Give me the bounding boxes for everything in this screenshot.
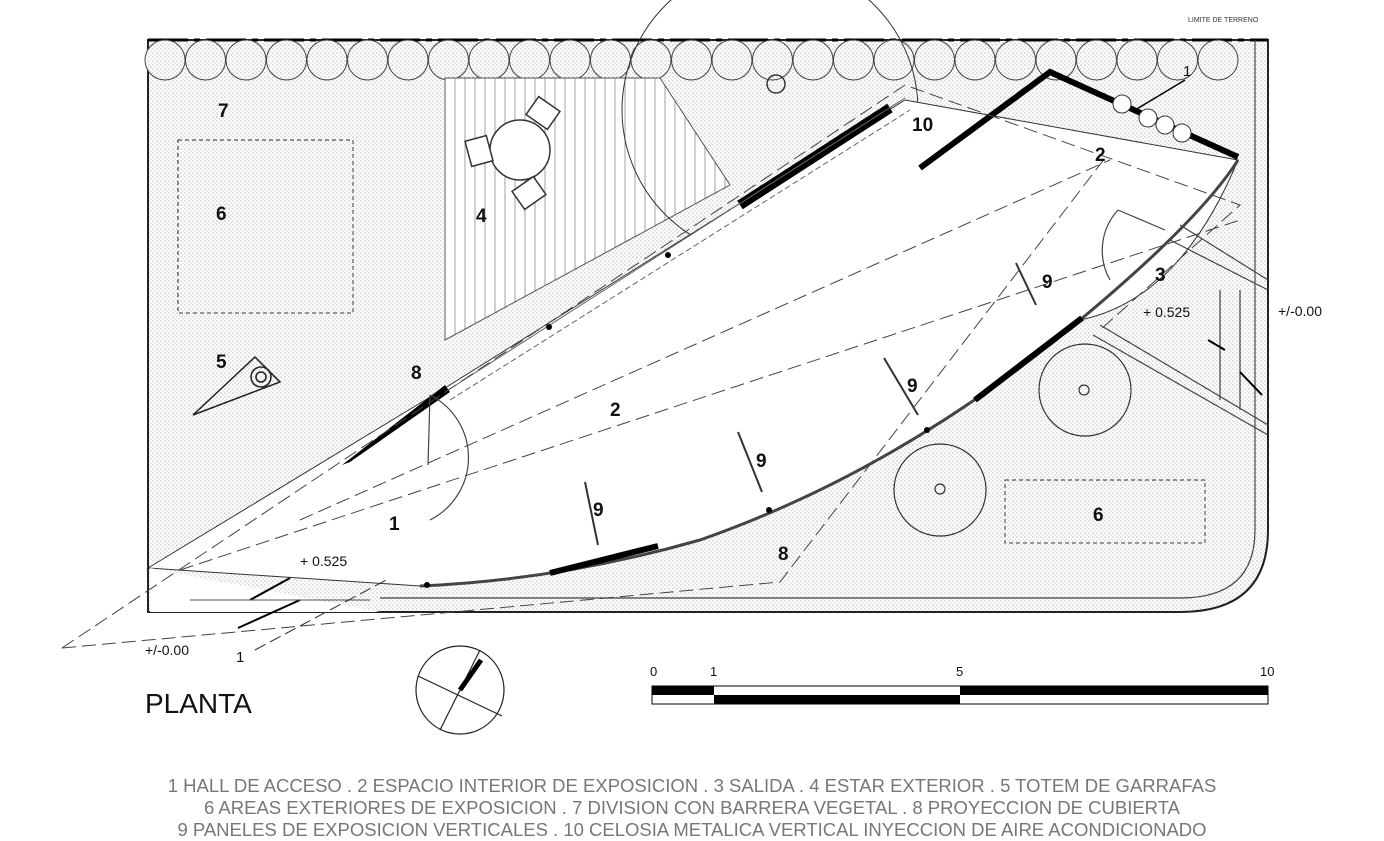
exhibition-panel: [737, 431, 763, 493]
label-4: 4: [476, 206, 487, 227]
level-exterior: +/-0.00: [145, 642, 189, 658]
hedge-shrub: [954, 39, 996, 81]
wall-segment: [737, 103, 893, 210]
hedge-shrub: [266, 39, 307, 81]
vegetal-hedge: [144, 39, 1239, 81]
north-arrow-icon: [415, 645, 505, 735]
label-9: 9: [756, 451, 767, 472]
level-interior: + 0.525: [300, 553, 347, 569]
hedge-shrub: [428, 39, 469, 81]
section-mark: 1: [236, 649, 244, 666]
label-10: 10: [912, 115, 933, 136]
section-mark: 1: [1183, 63, 1191, 80]
scale-bar-segment: [714, 695, 960, 704]
scale-tick: 10: [1260, 664, 1274, 679]
exhibition-panel: [883, 357, 919, 416]
scale-bar: 0 1 5 10: [650, 664, 1274, 705]
exterior-area-6a: [177, 139, 354, 314]
hedge-shrub: [590, 39, 631, 81]
hedge-shrub: [144, 39, 186, 81]
scale-tick: 0: [650, 664, 657, 679]
planter-shrubs: [1112, 94, 1192, 143]
hedge-shrub: [1197, 39, 1239, 81]
hedge-shrub: [1157, 39, 1198, 81]
hedge-shrub: [752, 39, 793, 81]
tree-trunk: [766, 74, 786, 94]
hedge-shrub: [509, 39, 550, 81]
chair: [524, 95, 562, 131]
hedge-shrub: [225, 39, 267, 81]
hedge-shrub: [873, 39, 915, 81]
hedge-shrub: [671, 39, 712, 81]
exit-door-swing: [1101, 209, 1166, 281]
chair: [510, 175, 548, 211]
label-1: 1: [389, 514, 400, 535]
legend-line: 9 PANELES DE EXPOSICION VERTICALES . 10 …: [177, 819, 1207, 840]
label-5: 5: [216, 352, 227, 373]
label-6: 6: [216, 204, 227, 225]
section-cut-line: [1134, 79, 1186, 111]
roof-projection: [61, 84, 1241, 649]
glazing-line: [444, 97, 906, 393]
label-8: 8: [778, 544, 789, 565]
hedge-shrub: [792, 39, 834, 81]
hedge-shrub: [347, 39, 388, 81]
label-9: 9: [1042, 272, 1053, 293]
label-2: 2: [1095, 145, 1106, 166]
wall-segment: [549, 543, 659, 576]
hedge-shrub: [914, 39, 955, 81]
entrance-door-swing: [427, 394, 469, 521]
hedge-shrub: [387, 39, 429, 81]
level-interior: + 0.525: [1143, 304, 1190, 320]
chair: [464, 134, 494, 168]
structural-columns: [424, 252, 930, 588]
hedge-shrub: [1116, 39, 1158, 81]
label-6: 6: [1093, 505, 1104, 526]
level-exterior: +/-0.00: [1278, 303, 1322, 319]
label-7: 7: [218, 101, 229, 122]
hedge-shrub: [306, 39, 348, 81]
lot-boundary-label: LIMITE DE TERRENO: [1188, 17, 1259, 24]
label-9: 9: [907, 376, 918, 397]
drawing-title: PLANTA: [145, 688, 252, 719]
hedge-shrub: [711, 39, 753, 81]
exit-path: [1092, 224, 1269, 436]
trees: [893, 343, 1132, 537]
exhibition-panel: [1015, 262, 1037, 306]
label-3: 3: [1155, 265, 1166, 286]
hedge-shrub: [185, 39, 226, 81]
section-cut-line: [254, 577, 391, 651]
legend-line: 1 HALL DE ACCESO . 2 ESPACIO INTERIOR DE…: [167, 775, 1217, 796]
hedge-shrub: [995, 39, 1036, 81]
legend-line: 6 AREAS EXTERIORES DE EXPOSICION . 7 DIV…: [204, 797, 1180, 818]
table-and-chairs: [464, 95, 562, 211]
label-8: 8: [411, 363, 422, 384]
hedge-shrub: [549, 39, 591, 81]
exhibition-panel: [584, 481, 599, 546]
hedge-shrub: [468, 39, 510, 81]
gas-totem: [192, 355, 282, 416]
entrance-area: [150, 568, 380, 612]
table: [489, 119, 551, 181]
wall-segment: [973, 315, 1084, 403]
scale-tick: 1: [710, 664, 717, 679]
hedge-shrub: [1076, 39, 1117, 81]
lot-inner-edge: [380, 40, 1256, 599]
scale-bar-segment: [652, 686, 714, 695]
scale-tick: 5: [956, 664, 963, 679]
exterior-area-6b: [1004, 479, 1206, 544]
label-9: 9: [593, 500, 604, 521]
scale-bar-segment: [960, 686, 1268, 695]
hedge-shrub: [833, 39, 874, 81]
label-2: 2: [610, 400, 621, 421]
exhibition-panels: [584, 262, 1037, 546]
glazing-line: [449, 109, 911, 401]
step-marks: [237, 339, 1263, 629]
